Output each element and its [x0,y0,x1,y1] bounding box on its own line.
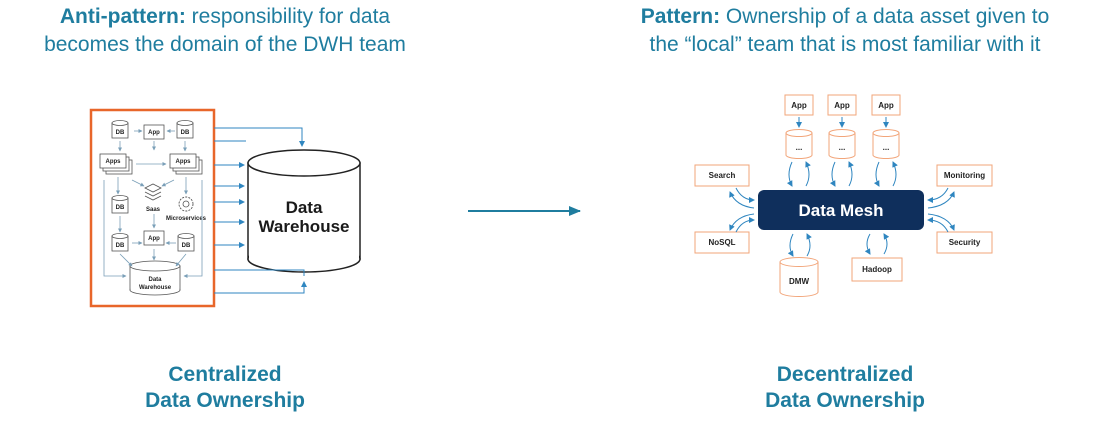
inner-warehouse-label: Warehouse [139,285,172,291]
data-mesh-block: Data Mesh [758,190,924,230]
centralized-caption: Centralized Data Ownership [75,362,375,414]
saas-label: Saas [146,207,161,213]
pattern-heading: Pattern: Ownership of a data asset given… [592,3,1098,59]
db-cylinder: DB [111,195,129,214]
nosql-box: NoSQL [694,231,750,254]
centralized-caption-line2: Data Ownership [145,389,305,412]
pattern-text-line1: Ownership of a data asset given to [720,5,1050,28]
decentralized-caption-line1: Decentralized [776,363,914,386]
mesh-store-cylinder: ... [872,129,900,159]
app-box: App [143,124,165,140]
mesh-app-label: App [834,101,850,110]
nosql-label: NoSQL [708,238,735,247]
microservices-icon: Microservices [166,196,207,222]
app-label: App [148,236,160,242]
mesh-app-box: App [871,94,901,116]
db-cylinder: DB [176,120,194,139]
anti-pattern-text-line1: responsibility for data [185,5,391,28]
centralized-caption-line1: Centralized [168,363,282,386]
db-label: DB [116,130,125,136]
pattern-text-line2: the “local” team that is most familiar w… [649,33,1041,56]
db-cylinder: DB [111,120,129,139]
mesh-app-box: App [827,94,857,116]
anti-pattern-label: Anti-pattern: [59,5,186,28]
side-mesh-arrows [729,187,955,257]
security-box: Security [936,231,993,254]
mesh-store-cylinder: ... [828,129,856,159]
warehouse-connectors [214,127,307,294]
apps-label: Apps [176,159,192,165]
microservices-label: Microservices [166,216,207,222]
dmw-label: DMW [789,277,809,286]
app-box: App [143,230,165,246]
data-warehouse-label-line1: Data [286,198,323,217]
decentralized-caption-line2: Data Ownership [765,389,925,412]
db-label: DB [182,243,191,249]
store-mesh-arrows [786,161,898,187]
data-warehouse-cylinder: Data Warehouse [247,149,361,273]
mesh-store-label: ... [839,143,846,152]
db-cylinder: DB [177,233,195,252]
internal-connectors [103,129,203,278]
inner-warehouse-cylinder: Data Warehouse [129,260,181,296]
dmw-cylinder: DMW [779,257,819,297]
db-label: DB [116,243,125,249]
hadoop-box: Hadoop [851,257,903,282]
hadoop-label: Hadoop [862,265,892,274]
mesh-app-label: App [878,101,894,110]
mesh-store-label: ... [796,143,803,152]
db-label: DB [116,205,125,211]
apps-stack: Apps [99,153,133,175]
search-box: Search [694,164,750,187]
app-label: App [148,130,160,136]
mesh-app-label: App [791,101,807,110]
pattern-label: Pattern: [640,5,721,28]
saas-icon: Saas [144,183,162,213]
monitoring-box: Monitoring [936,164,993,187]
data-mesh-label: Data Mesh [798,201,883,220]
db-cylinder: DB [111,233,129,252]
monitoring-label: Monitoring [944,171,985,180]
mesh-store-label: ... [883,143,890,152]
apps-stack: Apps [169,153,203,175]
app-to-store-arrows [796,117,889,128]
anti-pattern-heading: Anti-pattern: responsibility for data be… [0,3,450,59]
apps-label: Apps [106,159,122,165]
mesh-app-box: App [784,94,814,116]
decentralized-caption: Decentralized Data Ownership [695,362,995,414]
db-label: DB [181,130,190,136]
data-warehouse-label-line2: Warehouse [258,217,349,236]
mesh-store-cylinder: ... [785,129,813,159]
search-label: Search [709,171,736,180]
centralized-frame [89,108,216,308]
inner-warehouse-data-label: Data [148,277,162,283]
anti-pattern-text-line2: becomes the domain of the DWH team [44,33,406,56]
security-label: Security [949,238,981,247]
